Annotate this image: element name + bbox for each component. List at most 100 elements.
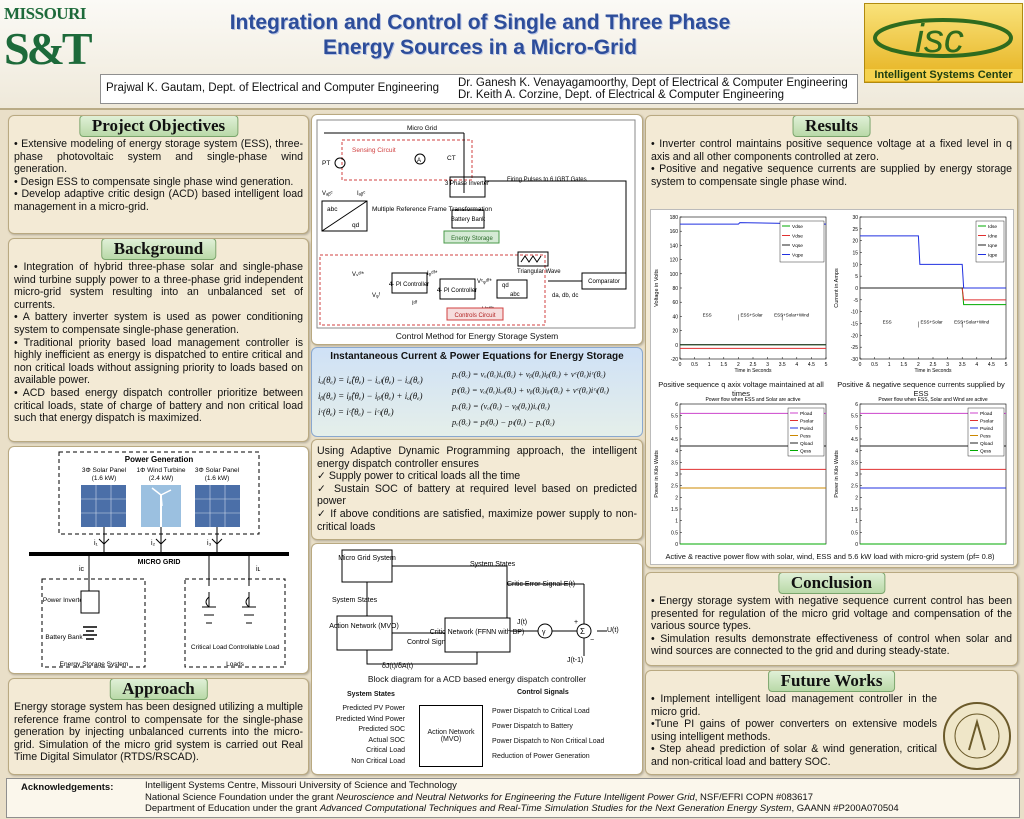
y-tick-label: -30 [851, 357, 858, 363]
power-chart-caption: Active & reactive power flow with solar,… [665, 552, 995, 561]
eq-pe: pₑ(θₑ) = vₐ(θₑ)iₐ(θₑ) + vᵦ(θₑ)iᵦ(θₑ) + v… [452, 369, 606, 379]
legend-label: Vqpe [792, 253, 804, 259]
wind-kw: (2.4 kW) [149, 475, 174, 482]
inverter-icon [80, 590, 100, 614]
phase-annotation: ESS [883, 320, 892, 325]
minus-sign: − [590, 637, 594, 644]
acd-outputs: Power Dispatch to Critical Load Power Di… [492, 704, 640, 764]
current-i3: i₃ [207, 540, 212, 547]
y-tick-label: 5 [675, 425, 678, 431]
derivative-label: δJ(t)/δA(t) [382, 663, 413, 670]
y-tick-label: -15 [851, 322, 858, 328]
acd-micro-grid-label: Micro Grid System [338, 555, 396, 562]
y-tick-label: 5 [855, 274, 858, 280]
action-network-2-label: Action Network (MVO) [427, 729, 475, 743]
y-tick-label: 120 [670, 258, 679, 264]
x-tick-label: 1 [708, 362, 711, 368]
x-tick-label: 4 [795, 362, 798, 368]
sensing-circuit-label: Sensing Circuit [352, 147, 396, 154]
loads-label: Loads [226, 661, 244, 668]
future-body: • Implement intelligent load management … [651, 693, 937, 769]
battery-bank-label: Battery Bank [45, 634, 83, 641]
y-tick-label: 2 [675, 495, 678, 501]
y-tick-label: 3.5 [671, 460, 678, 466]
y-tick-label: 0 [855, 542, 858, 548]
legend-label: Psolar [980, 419, 994, 425]
legend-label: Pload [800, 411, 813, 417]
x-tick-label: 3 [946, 362, 949, 368]
legend-label: Psolar [800, 419, 814, 425]
output-item: Reduction of Power Generation [492, 753, 590, 760]
author-right-2: Dr. Keith A. Corzine, Dept. of Electrica… [458, 89, 784, 101]
background-item: • Traditional priority based load manage… [14, 336, 303, 387]
legend-label: Qess [800, 449, 812, 455]
x-tick-label: 0 [679, 362, 682, 368]
y-tick-label: 3 [675, 472, 678, 478]
x-tick-label: 0.5 [871, 362, 878, 368]
control-method-diagram: Micro Grid Sensing Circuit PT A CT 3 Pha… [316, 119, 636, 329]
power-chart-solar: Power flow when ESS and Solar are active… [654, 397, 827, 548]
legend-label: Iqne [988, 243, 998, 249]
eq-ia: iₐ(θₑ) = iₐ̂(θₑ) − iₐₗ(θₑ) − iₒ(θₑ) [318, 375, 423, 385]
acd-system-states-left: System States [332, 597, 378, 604]
author-left: Prajwal K. Gautam, Dept. of Electrical a… [106, 82, 440, 94]
legend-label: Iqpe [988, 253, 998, 259]
y-tick-label: 10 [852, 262, 858, 268]
author-right-1: Dr. Ganesh K. Venayagamoorthy, Dept of E… [458, 77, 848, 89]
phase-annotation: ESS+Solar [921, 320, 944, 325]
y-axis-label: Power in Kilo Watts [654, 450, 660, 498]
action-network-box: Action Network (MVO) [419, 705, 483, 767]
x-tick-label: 2.5 [750, 362, 757, 368]
y-tick-label: 6 [855, 402, 858, 408]
plus-sign: + [574, 619, 578, 626]
controllable-load-icon [242, 592, 256, 624]
ct-label: CT [447, 155, 456, 162]
gamma-symbol: γ [542, 629, 546, 636]
ack-label: Acknowledgements: [21, 782, 114, 793]
triangle-wave-icon [520, 255, 542, 263]
ack-line-2: National Science Foundation under the gr… [145, 791, 814, 803]
acd-panel: Micro Grid System System States Critic E… [311, 543, 643, 775]
ctl-micro-grid: Micro Grid [407, 125, 437, 132]
output-item: Power Dispatch to Critical Load [492, 708, 590, 715]
ack-lines: Intelligent Systems Centre, Missouri Uni… [145, 780, 899, 815]
adp-intro: Using Adaptive Dynamic Programming appro… [317, 445, 637, 470]
controllable-load-label: Controllable Load [229, 644, 280, 651]
conclusion-title: Conclusion [777, 573, 886, 594]
x-tick-label: 4 [975, 362, 978, 368]
voltage-chart-caption: Positive sequence q axix voltage maintai… [658, 380, 824, 398]
series-line [860, 235, 1006, 289]
firing-pulses-label: Firing Pulses to 6 IGBT Gates [507, 177, 587, 183]
conclusion-panel: Conclusion • Energy storage system with … [645, 572, 1018, 666]
results-item: • Positive and negative sequence current… [651, 163, 1012, 188]
chart-title: Power flow when ESS, Solar and Wind are … [878, 397, 987, 403]
title-line-1: Integration and Control of Single and Th… [229, 11, 731, 34]
equations-panel: Instantaneous Current & Power Equations … [311, 347, 643, 437]
y-tick-label: 1 [675, 519, 678, 525]
authors-box: Prajwal K. Gautam, Dept. of Electrical a… [100, 74, 858, 104]
action-network-label: Action Network (MVO) [329, 623, 399, 630]
y-tick-label: 140 [670, 243, 679, 249]
current-il: iʟ [256, 566, 261, 573]
logo-st-text: S&T [4, 23, 93, 74]
legend-box [779, 220, 825, 263]
legend-label: Pload [980, 411, 993, 417]
critical-load-icon [202, 592, 216, 624]
legend-label: Pess [800, 434, 811, 440]
objectives-title: Project Objectives [78, 116, 239, 137]
y-tick-label: 2.5 [671, 484, 678, 490]
y-tick-label: -20 [851, 333, 858, 339]
y-tick-label: 0 [855, 286, 858, 292]
objective-item: • Extensive modeling of energy storage s… [14, 138, 303, 176]
qd-label: qd [352, 222, 360, 229]
duty-cycles-label: da, db, dc [552, 293, 578, 299]
y-tick-label: -5 [854, 298, 859, 304]
pt-transformer-icon [334, 157, 346, 169]
legend-label: Vqse [792, 243, 803, 249]
y-tick-label: 20 [672, 329, 678, 335]
y-tick-label: 4 [675, 449, 678, 455]
control-caption: Control Method for Energy Storage System [395, 331, 559, 341]
background-panel: Background • Integration of hybrid three… [8, 238, 309, 442]
